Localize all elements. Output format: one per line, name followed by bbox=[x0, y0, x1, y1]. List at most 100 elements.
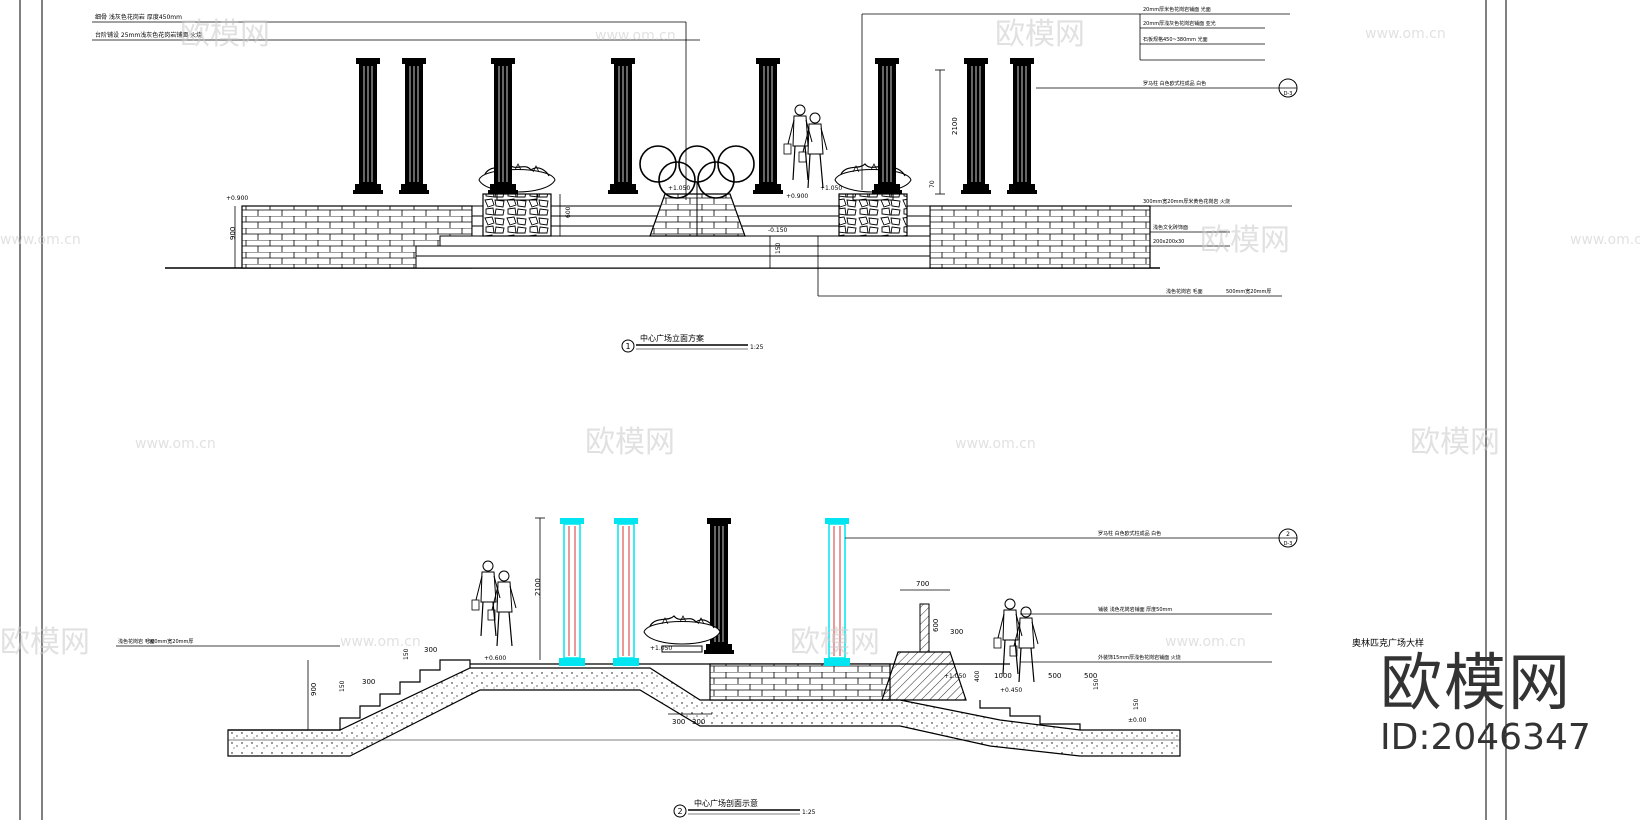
elevation-level-4: +1.050 bbox=[820, 185, 842, 192]
elevation-note-right-6: 浅色文化砖饰面 bbox=[1153, 224, 1188, 231]
watermark-url: www.om.cn bbox=[1165, 634, 1246, 650]
olympic-rings bbox=[639, 145, 755, 236]
section-dim-900: 900 bbox=[310, 683, 318, 696]
sheet-border bbox=[19, 0, 1507, 820]
elevation-level-1: +0.900 bbox=[226, 195, 248, 202]
section-person-a bbox=[471, 560, 501, 637]
watermark-url: www.om.cn bbox=[135, 436, 216, 452]
watermark-brand: 欧模网 bbox=[0, 625, 90, 660]
section-person-d bbox=[1009, 606, 1039, 683]
section-index: 2 bbox=[677, 807, 682, 816]
id-badge: 欧模网 ID:2046347 bbox=[1380, 650, 1630, 760]
section-person-b bbox=[487, 570, 517, 647]
section-dim-150-a: 150 bbox=[403, 648, 410, 660]
elevation-callout-bottom: D-3 bbox=[1284, 91, 1293, 97]
elevation-index-circle bbox=[621, 339, 635, 353]
watermark-url: www.om.cn bbox=[0, 232, 81, 248]
elevation-note-left-2: 台阶铺设 25mm浅灰色花岗岩铺面 火烧 bbox=[95, 31, 202, 39]
watermark-brand: 欧模网 bbox=[585, 425, 675, 460]
elevation-note-right-1: 20mm厚米色花岗岩铺面 光面 bbox=[1143, 6, 1211, 13]
elevation-level-5: -0.150 bbox=[768, 227, 788, 234]
elevation-dim-70: 70 bbox=[929, 180, 936, 188]
elevation-note-right-8: 浅色花岗岩 毛面 bbox=[1166, 288, 1203, 295]
watermark-brand: 欧模网 bbox=[1410, 425, 1500, 460]
elevation-person-b bbox=[798, 112, 828, 189]
section-caption: 中心广场剖面示意 bbox=[694, 798, 758, 808]
section-level-4: +0.450 bbox=[1000, 687, 1022, 694]
section-dim-150-c: 150 bbox=[1133, 698, 1140, 710]
section-ground-profile bbox=[227, 667, 1181, 757]
section-dim-500-b: 500 bbox=[1084, 672, 1097, 680]
elevation-caption: 中心广场立面方案 bbox=[640, 333, 704, 343]
elevation-note-left-1: 细骨 浅灰色花岗岩 厚度450mm bbox=[95, 13, 182, 21]
section-dim-300-c: 300 bbox=[672, 718, 685, 726]
section-dim-2100: 2100 bbox=[534, 578, 542, 596]
elevation-drawing: D-3 细骨 浅灰色花岗岩 厚度450mm 台阶铺设 25mm浅灰色花岗岩铺面 … bbox=[92, 6, 1298, 353]
elevation-note-right-4: 罗马柱 白色欧式柱成品 白色 bbox=[1143, 80, 1206, 87]
elevation-note-right-2: 20mm厚浅灰色花岗岩铺面 亚光 bbox=[1143, 20, 1216, 27]
section-brick-wall bbox=[709, 663, 891, 701]
elevation-note-right-5: 300mm宽20mm厚米黄色花岗岩 火烧 bbox=[1143, 198, 1230, 205]
elevation-note-right-9: 500mm宽20mm厚 bbox=[1226, 288, 1271, 295]
watermark-brand: 欧模网 bbox=[180, 17, 270, 52]
section-level-3: +1.050 bbox=[944, 673, 966, 680]
section-note-right-3: 外装饰15mm厚浅色花岗岩铺面 火烧 bbox=[1098, 654, 1181, 661]
section-dim-300-a: 300 bbox=[424, 646, 437, 654]
watermark-url: www.om.cn bbox=[1570, 232, 1640, 248]
watermark-url: www.om.cn bbox=[1365, 26, 1446, 42]
section-dim-600: 600 bbox=[932, 619, 940, 632]
badge-brand-name: 欧模网 bbox=[1380, 646, 1573, 719]
section-callout-top: 2 bbox=[1286, 531, 1290, 538]
elevation-index: 1 bbox=[625, 342, 630, 351]
elevation-stone-plinth-right bbox=[838, 193, 908, 237]
section-dim-400: 400 bbox=[974, 670, 981, 682]
section-dim-500-a: 500 bbox=[1048, 672, 1061, 680]
section-stairs-left bbox=[228, 659, 471, 731]
elevation-leaders bbox=[92, 13, 1292, 297]
elevation-note-right-3: 石板规格450~380mm 光面 bbox=[1143, 36, 1208, 43]
elevation-note-right-7: 200x200x30 bbox=[1153, 239, 1184, 245]
watermark-layer: 欧模网 欧模网 欧模网 欧模网 欧模网 欧模网 欧模网 www.om.cn ww… bbox=[0, 17, 1640, 660]
section-note-right-2: 铺装 浅色花岗岩铺面 厚度50mm bbox=[1098, 606, 1172, 613]
section-dim-300-right: 300 bbox=[950, 628, 963, 636]
badge-id: ID:2046347 bbox=[1380, 717, 1591, 758]
section-note-left-2: 500mm宽20mm厚 bbox=[148, 638, 193, 645]
elevation-dim-150: 150 bbox=[775, 242, 782, 254]
section-hatched-block bbox=[881, 651, 967, 701]
section-dim-300-b: 300 bbox=[362, 678, 375, 686]
elevation-scale: 1:25 bbox=[750, 344, 764, 351]
elevation-level-2: +1.050 bbox=[668, 185, 690, 192]
elevation-dim-2100: 2100 bbox=[951, 117, 959, 135]
section-dim-700: 700 bbox=[916, 580, 929, 588]
watermark-brand: 欧模网 bbox=[790, 625, 880, 660]
watermark-brand: 欧模网 bbox=[995, 17, 1085, 52]
section-callout-bottom: D-3 bbox=[1284, 541, 1293, 547]
elevation-person-a bbox=[783, 104, 813, 181]
section-hatched-post bbox=[919, 603, 930, 653]
section-stairs-right bbox=[979, 700, 1081, 730]
section-scale: 1:25 bbox=[802, 809, 816, 816]
watermark-brand: 欧模网 bbox=[1200, 223, 1290, 258]
watermark-url: www.om.cn bbox=[955, 436, 1036, 452]
elevation-level-3: +0.900 bbox=[786, 193, 808, 200]
drawing-title: 奥林匹克广场大样 bbox=[1352, 637, 1424, 649]
elevation-columns bbox=[352, 57, 1038, 195]
watermark-url: www.om.cn bbox=[340, 634, 421, 650]
watermark-url: www.om.cn bbox=[595, 28, 676, 44]
elevation-dim-600: 600 bbox=[565, 206, 572, 218]
section-level-2: +1.050 bbox=[650, 645, 672, 652]
section-leaders bbox=[116, 517, 1282, 730]
section-note-left-1: 浅色花岗岩 毛面 bbox=[118, 638, 155, 645]
section-index-circle bbox=[673, 804, 687, 818]
elevation-brick-wall-right bbox=[929, 205, 1151, 269]
section-columns-cyan bbox=[559, 518, 850, 666]
section-note-right-1: 罗马柱 白色欧式柱成品 白色 bbox=[1098, 530, 1161, 537]
elevation-dim-900: 900 bbox=[229, 227, 237, 240]
section-dim-1000: 1000 bbox=[994, 672, 1012, 680]
section-drawing: 2 D-3 浅色花岗岩 毛面 500mm宽20mm厚 罗马柱 白色欧式柱成品 白… bbox=[116, 517, 1298, 818]
section-dim-150-b: 150 bbox=[1093, 678, 1100, 690]
section-dim-150-d: 150 bbox=[339, 680, 346, 692]
section-dim-300-d: 300 bbox=[692, 718, 705, 726]
section-level-5: ±0.00 bbox=[1128, 717, 1147, 724]
